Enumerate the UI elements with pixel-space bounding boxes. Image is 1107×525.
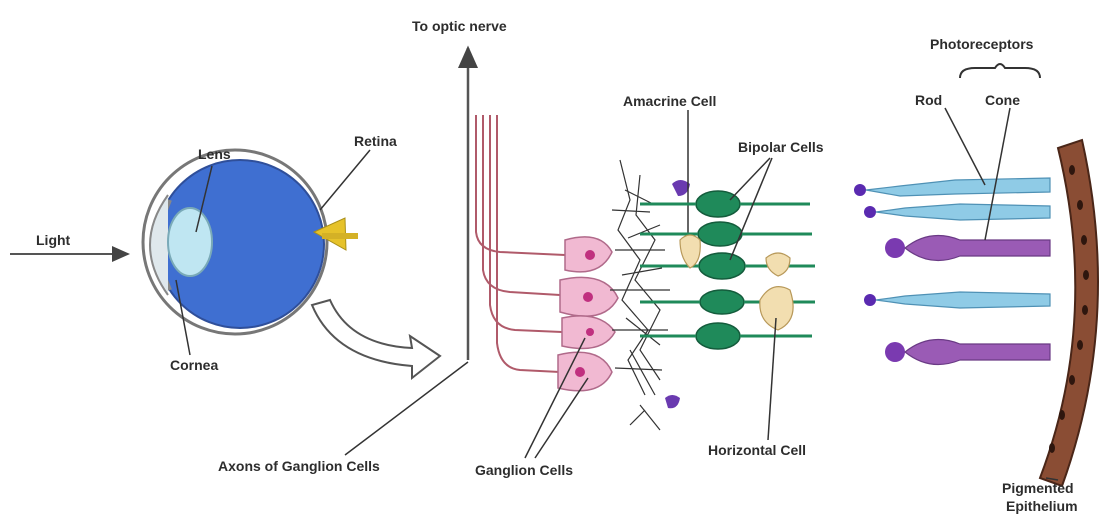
rod-pointer (945, 108, 985, 185)
ganglion-axons (476, 115, 565, 372)
label-axons-of-ganglion-cells: Axons of Ganglion Cells (218, 458, 380, 474)
bipolar-cells (640, 191, 815, 349)
bipolar-cell (640, 191, 810, 217)
rod (864, 292, 1050, 308)
amacrine-dendrites (610, 160, 670, 430)
ganglion-cells (558, 237, 618, 391)
lens (168, 208, 212, 276)
label-horizontal-cell: Horizontal Cell (708, 442, 806, 458)
cone (885, 236, 1050, 261)
rod (854, 178, 1050, 196)
ganglion-cell (565, 237, 612, 272)
label-pigmented: Pigmented (1002, 480, 1074, 496)
photoreceptors (854, 178, 1050, 365)
axons-pointer (345, 362, 468, 455)
label-to-optic-nerve: To optic nerve (412, 18, 507, 34)
ganglion-cell (562, 316, 615, 349)
label-cone: Cone (985, 92, 1020, 108)
ganglion-cell (560, 277, 618, 316)
label-light: Light (36, 232, 70, 248)
ganglion-pointer-1 (525, 338, 585, 458)
label-photoreceptors: Photoreceptors (930, 36, 1033, 52)
label-epithelium: Epithelium (1006, 498, 1078, 514)
label-cornea: Cornea (170, 357, 218, 373)
ganglion-pointer-2 (535, 378, 588, 458)
ganglion-cell (558, 352, 612, 390)
label-amacrine-cell: Amacrine Cell (623, 93, 716, 109)
label-rod: Rod (915, 92, 942, 108)
cone-pointer (985, 108, 1010, 240)
bipolar-cell (640, 222, 812, 246)
label-lens: Lens (198, 146, 231, 162)
label-bipolar-cells: Bipolar Cells (738, 139, 824, 155)
cone (885, 340, 1050, 365)
rod (864, 204, 1050, 220)
zoom-arrow (312, 300, 440, 378)
retina-pointer (320, 150, 370, 210)
label-ganglion-cells: Ganglion Cells (475, 462, 573, 478)
bipolar-cell (640, 323, 812, 349)
horizontal-cells (680, 235, 793, 330)
photoreceptors-brace (960, 64, 1040, 78)
label-retina: Retina (354, 133, 397, 149)
